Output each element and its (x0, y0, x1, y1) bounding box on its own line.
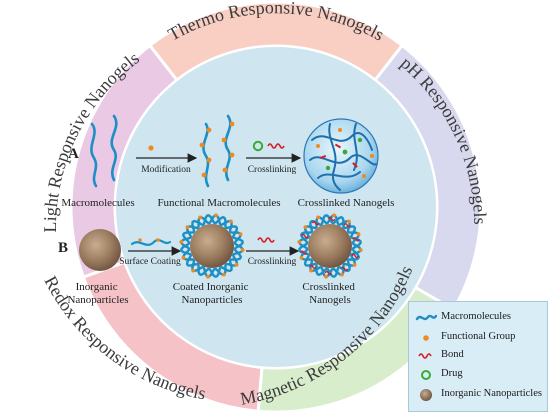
coating-chain (130, 238, 172, 246)
legend-item-inorganic-nanoparticles: Inorganic Nanoparticles (409, 387, 549, 403)
coated-nanoparticle (179, 213, 245, 279)
legend-item-macromolecules: Macromolecules (409, 310, 549, 326)
surface-coating-text: Surface Coating (119, 256, 181, 267)
legend-label: Macromolecules (441, 311, 511, 322)
route-b: B Surface Coating Crosslinking Inorganic (58, 213, 363, 306)
caption-macromolecules: Macromolecules (61, 197, 134, 209)
legend-label: Drug (441, 368, 463, 379)
modification-text: Modification (141, 164, 191, 175)
caption-crosslinked-nanogels-b: Crosslinked Nanogels (302, 281, 357, 306)
caption-inorganic-nanoparticles: Inorganic Nanoparticles (67, 281, 128, 306)
bond-symbol (267, 143, 285, 149)
inorganic-nanoparticle (79, 229, 121, 271)
legend-item-bond: Bond (409, 348, 549, 364)
chain-icon (415, 314, 437, 321)
functional-dot (148, 145, 154, 151)
crosslinking-text-b: Crosslinking (248, 257, 297, 267)
caption-crosslinked-nanogels: Crosslinked Nanogels (298, 197, 395, 209)
drug-symbol (252, 140, 264, 152)
legend-item-functional-group: Functional Group (409, 330, 549, 346)
particle-icon (420, 389, 432, 401)
legend: Macromolecules Functional Group Bond Dru… (408, 301, 548, 412)
functional-macromolecules (199, 114, 235, 188)
legend-label: Bond (441, 349, 464, 360)
bond-symbol-b (257, 237, 275, 243)
legend-label: Inorganic Nanoparticles (441, 388, 542, 399)
responsive-ring (69, 0, 483, 414)
macromolecule-chains (90, 114, 118, 188)
route-a: A Modification Crosslinking (61, 114, 395, 209)
route-a-label: A (68, 146, 79, 162)
drug-icon (421, 370, 431, 380)
caption-coated-nanoparticles: Coated Inorganic Nanoparticles (173, 281, 252, 306)
crosslinked-coated-nanoparticle (297, 213, 363, 279)
functional-group-icon (423, 335, 429, 341)
crosslinking-text-a: Crosslinking (248, 165, 297, 175)
crosslinked-nanogel (303, 118, 379, 194)
legend-item-drug: Drug (409, 367, 549, 383)
bond-icon (418, 353, 432, 359)
legend-label: Functional Group (441, 331, 516, 342)
route-b-label: B (58, 240, 68, 256)
caption-functional-macromolecules: Functional Macromolecules (157, 197, 280, 209)
